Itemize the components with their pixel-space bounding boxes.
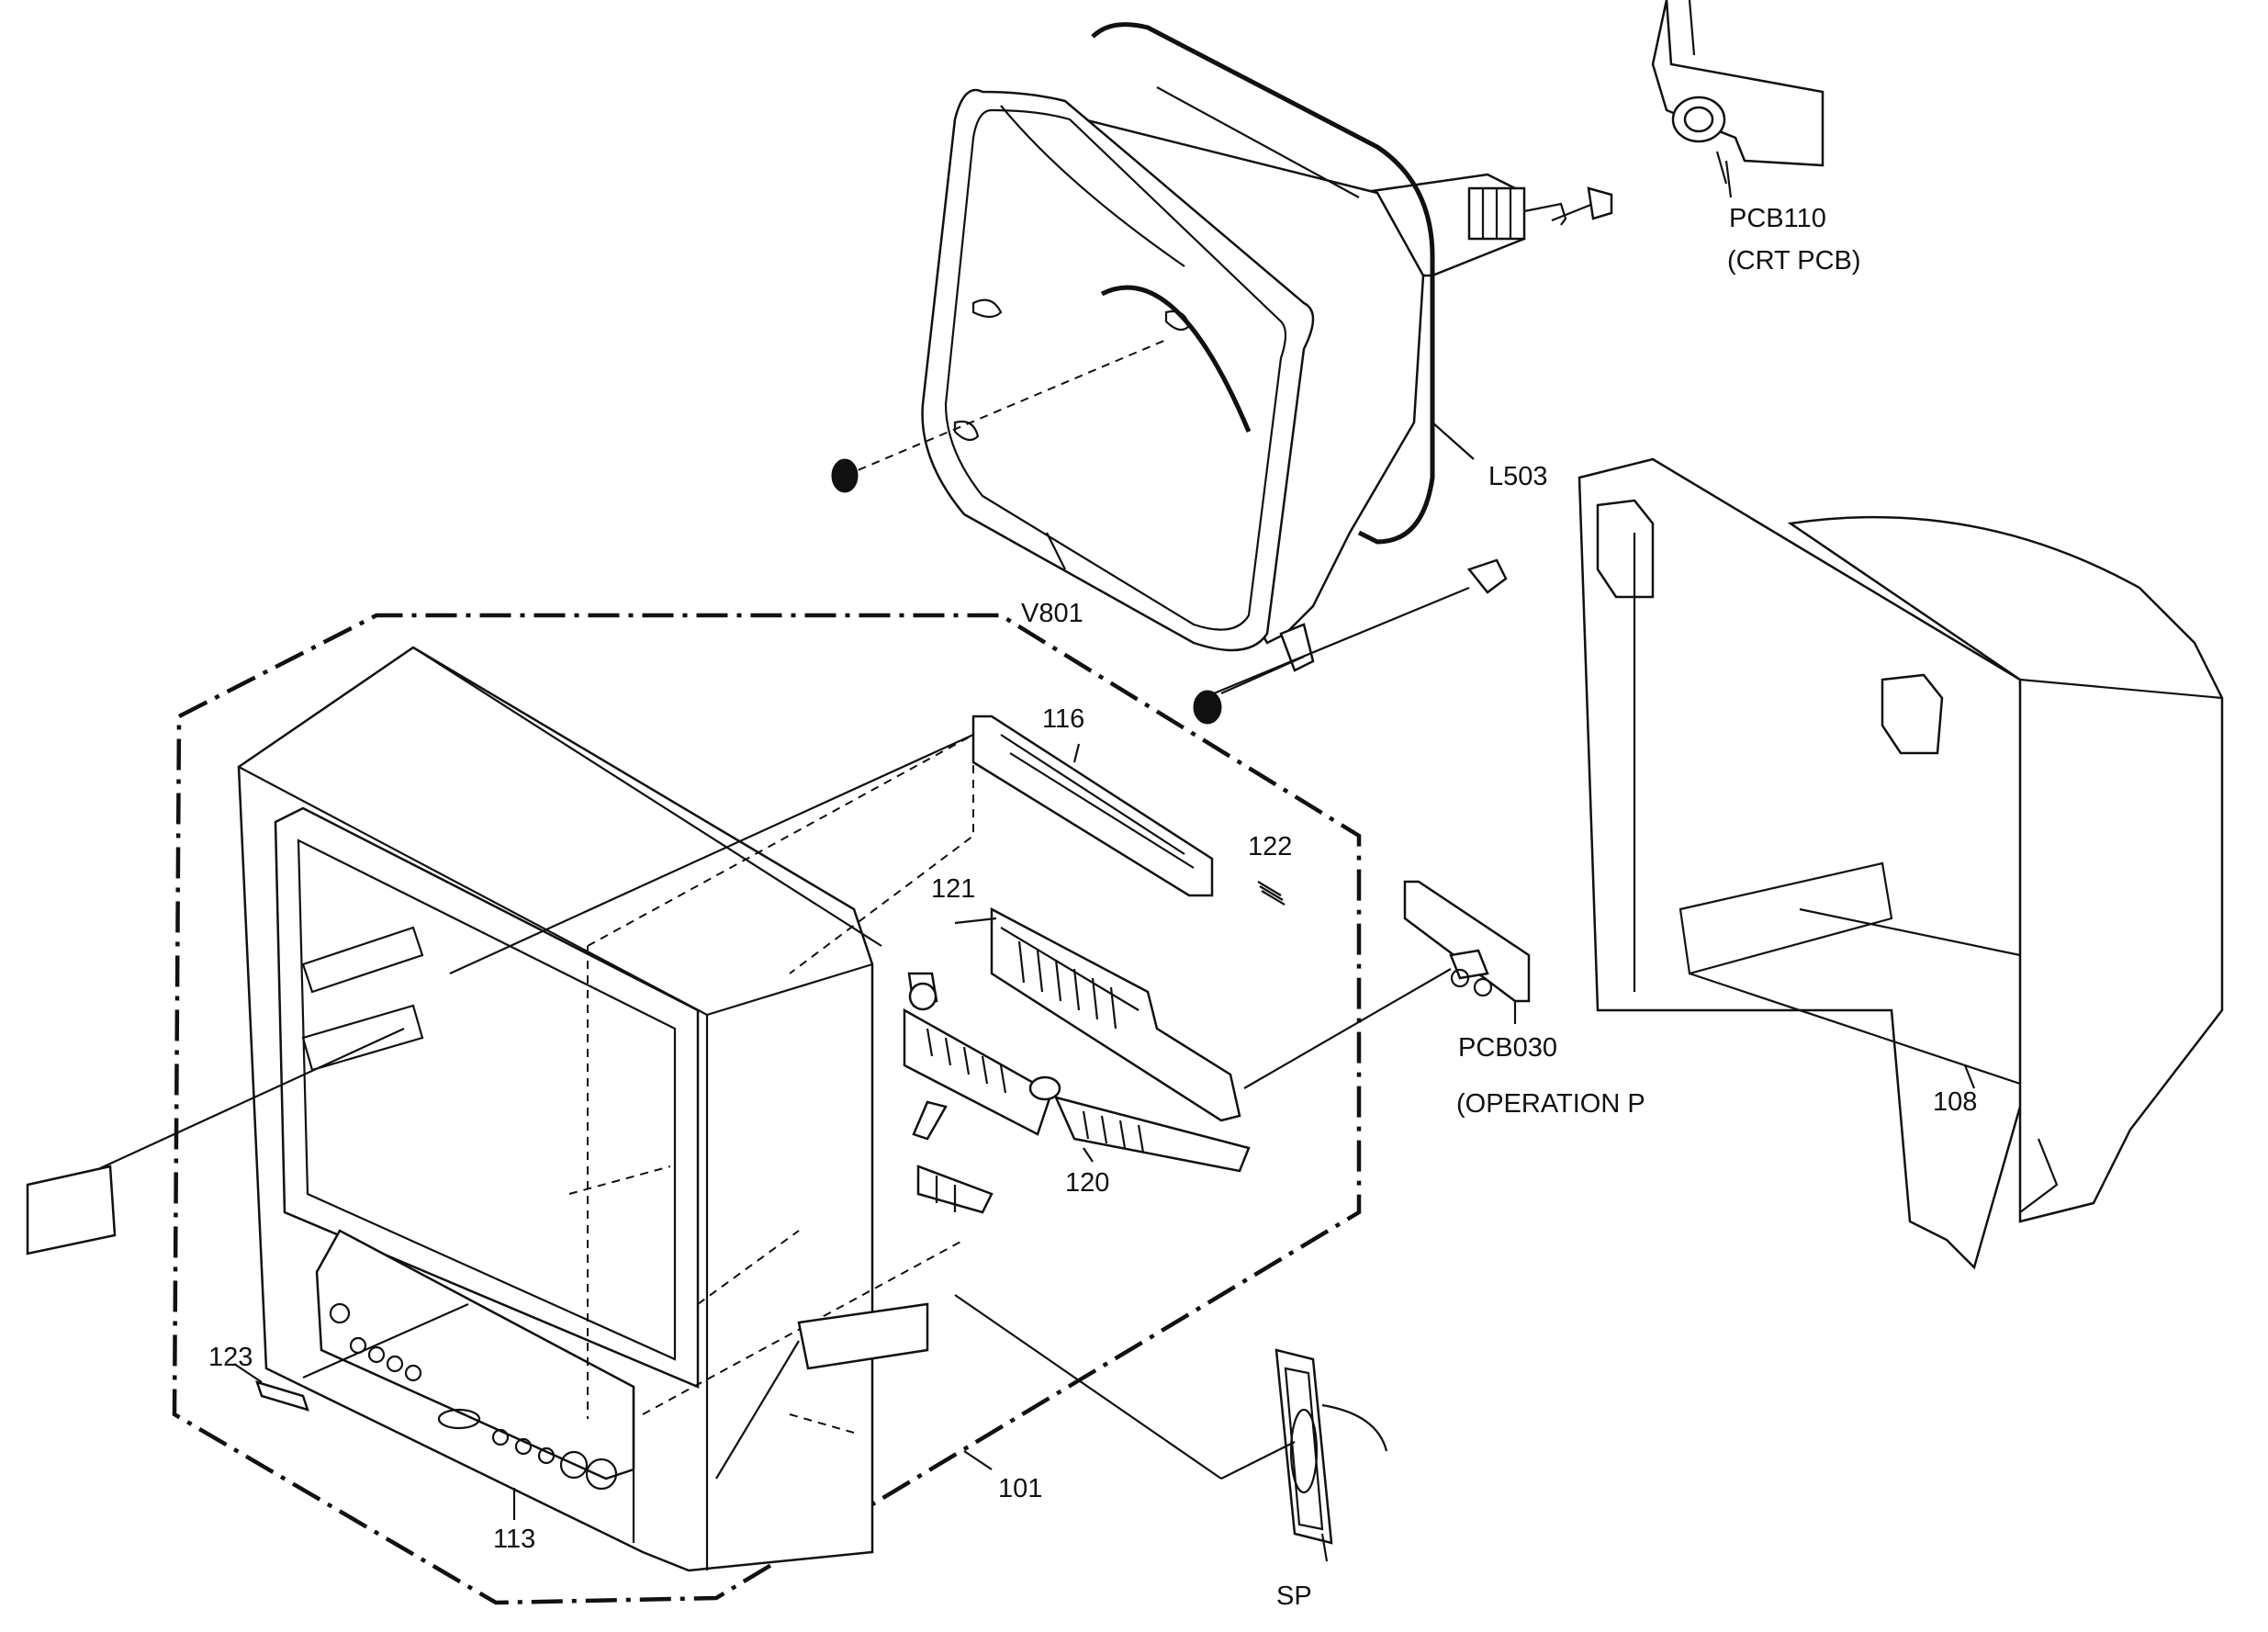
crt-pcb-part	[1651, 0, 1825, 198]
neck-screw-part	[1551, 186, 1613, 222]
label-pcb030-desc: (OPERATION P	[1456, 1089, 1645, 1119]
rear-cabinet-part	[1577, 457, 2224, 1270]
label-120: 120	[1065, 1168, 1109, 1198]
crt-tube-part	[831, 22, 1567, 725]
label-113: 113	[493, 1525, 535, 1554]
speaker-part	[954, 1294, 1388, 1562]
small-bracket-parts	[912, 1100, 994, 1214]
label-pcb110-desc: (CRT PCB)	[1727, 246, 1861, 276]
spring-122-part	[1257, 881, 1286, 906]
front-cabinet-part	[26, 613, 1362, 1605]
label-sp: SP	[1276, 1581, 1312, 1611]
label-101: 101	[998, 1474, 1042, 1503]
label-121: 121	[931, 874, 975, 904]
pcb030-part	[1243, 880, 1531, 1089]
label-108: 108	[1933, 1087, 1977, 1117]
label-l503: L503	[1488, 462, 1548, 491]
control-board-121-part	[903, 906, 1251, 1173]
bracket-116-part	[449, 715, 1214, 975]
label-pcb110: PCB110	[1729, 204, 1826, 233]
label-v801: V801	[1021, 599, 1083, 628]
label-116: 116	[1042, 704, 1084, 734]
label-pcb030: PCB030	[1458, 1033, 1557, 1063]
label-122: 122	[1248, 832, 1292, 861]
label-123: 123	[208, 1343, 253, 1372]
